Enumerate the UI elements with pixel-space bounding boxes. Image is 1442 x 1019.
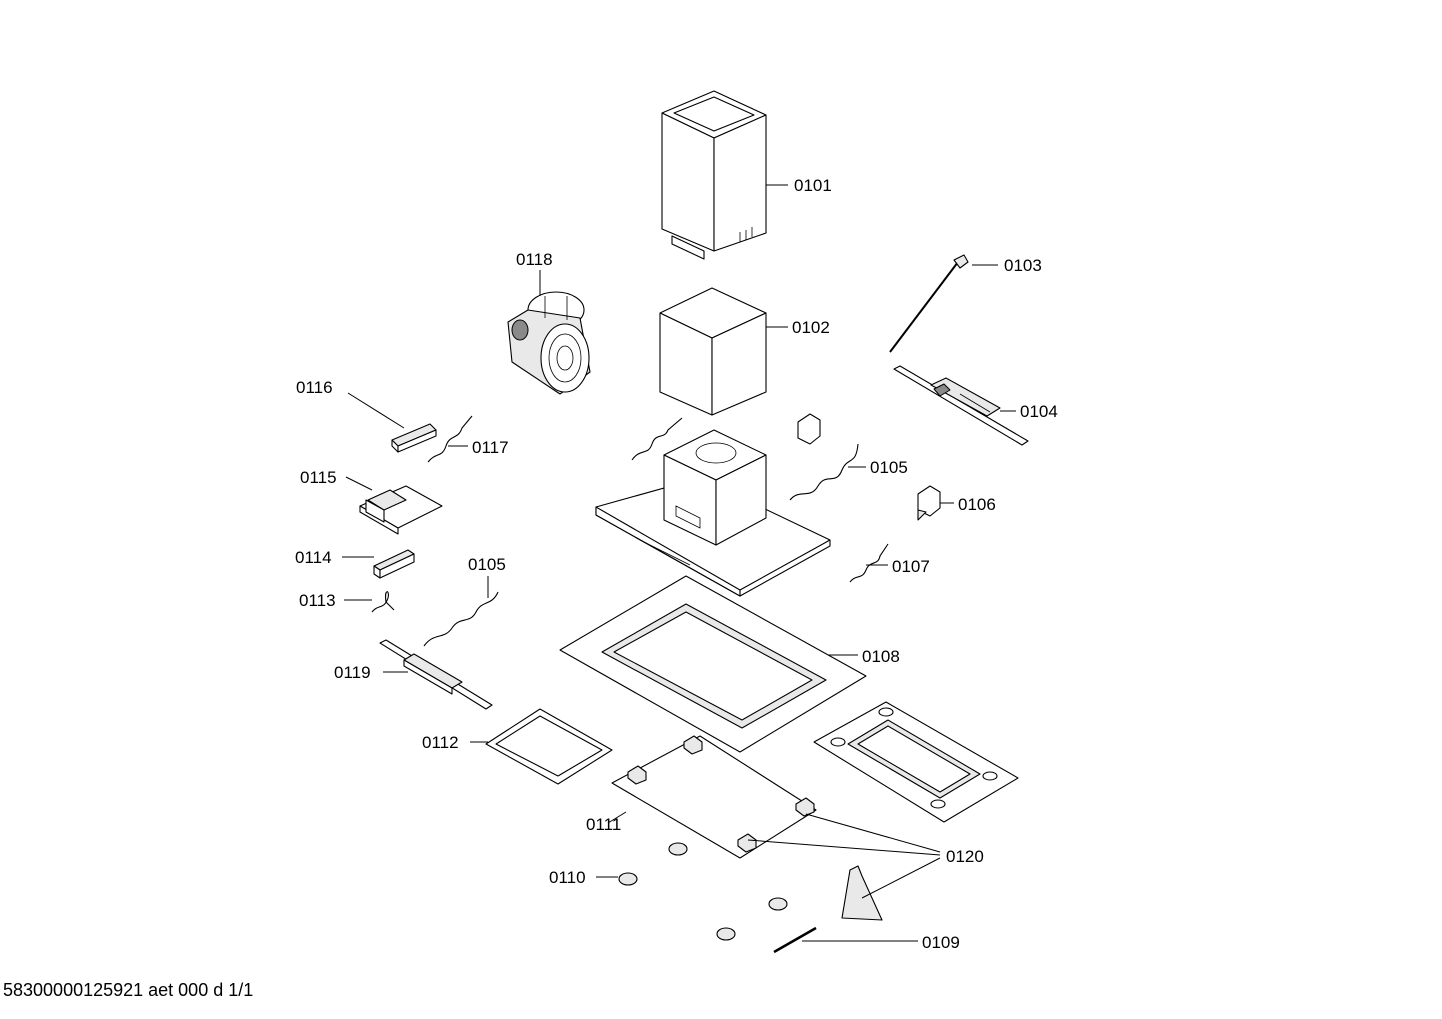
part-0104-control-strip	[893, 365, 1029, 446]
label-0119: 0119	[334, 663, 371, 682]
part-0109-pin	[773, 926, 817, 954]
label-0107: 0107	[892, 557, 930, 576]
label-0103: 0103	[1004, 256, 1042, 275]
part-0103-rod	[889, 254, 969, 353]
wire-above-hood	[631, 417, 683, 461]
label-0106: 0106	[958, 495, 996, 514]
label-0116: 0116	[296, 378, 333, 397]
label-0115: 0115	[300, 468, 337, 487]
part-0120-funnel	[841, 865, 883, 921]
part-0107-small-wire	[849, 543, 889, 583]
part-0115-circuit-board	[359, 485, 443, 535]
label-0102: 0102	[792, 318, 830, 337]
part-0113-wire	[371, 591, 395, 613]
part-0119-switch-bar	[379, 639, 493, 710]
label-0110: 0110	[549, 868, 586, 887]
leader-lines	[342, 184, 1016, 942]
document-footer-code: 58300000125921 aet 000 d 1/1	[3, 980, 254, 1000]
part-0106-clip	[917, 485, 941, 521]
part-0118-blower-motor	[507, 291, 591, 395]
part-0117-wire	[427, 415, 473, 463]
hood-body	[595, 429, 831, 597]
label-0105-left: 0105	[468, 555, 506, 574]
part-0101-upper-chimney	[661, 90, 767, 260]
label-0104: 0104	[1020, 402, 1058, 421]
part-0108-filter-frame	[559, 575, 867, 753]
part-labels: 0101 0102 0103 0104 0105 0106 0107 0108 …	[295, 176, 1058, 952]
part-0105-wire-right	[789, 443, 859, 501]
part-0116-ballast	[391, 423, 437, 453]
label-0105-right: 0105	[870, 458, 908, 477]
label-0114: 0114	[295, 548, 332, 567]
part-0102-lower-chimney	[659, 287, 767, 416]
label-0113: 0113	[299, 591, 336, 610]
label-0109: 0109	[922, 933, 960, 952]
grease-filter-cassette	[813, 701, 1019, 823]
part-0105-wire-left	[423, 591, 499, 647]
label-0111: 0111	[586, 815, 621, 834]
label-0118: 0118	[516, 250, 553, 269]
label-0108: 0108	[862, 647, 900, 666]
part-0114-connector	[373, 549, 415, 579]
part-0111-panel	[611, 735, 817, 859]
label-0117: 0117	[472, 438, 509, 457]
label-0101: 0101	[794, 176, 832, 195]
part-0112-filter	[485, 708, 613, 785]
label-0112: 0112	[422, 733, 459, 752]
part-clip-upper	[797, 413, 821, 445]
part-0110-feet	[618, 842, 788, 941]
label-0120: 0120	[946, 847, 984, 866]
